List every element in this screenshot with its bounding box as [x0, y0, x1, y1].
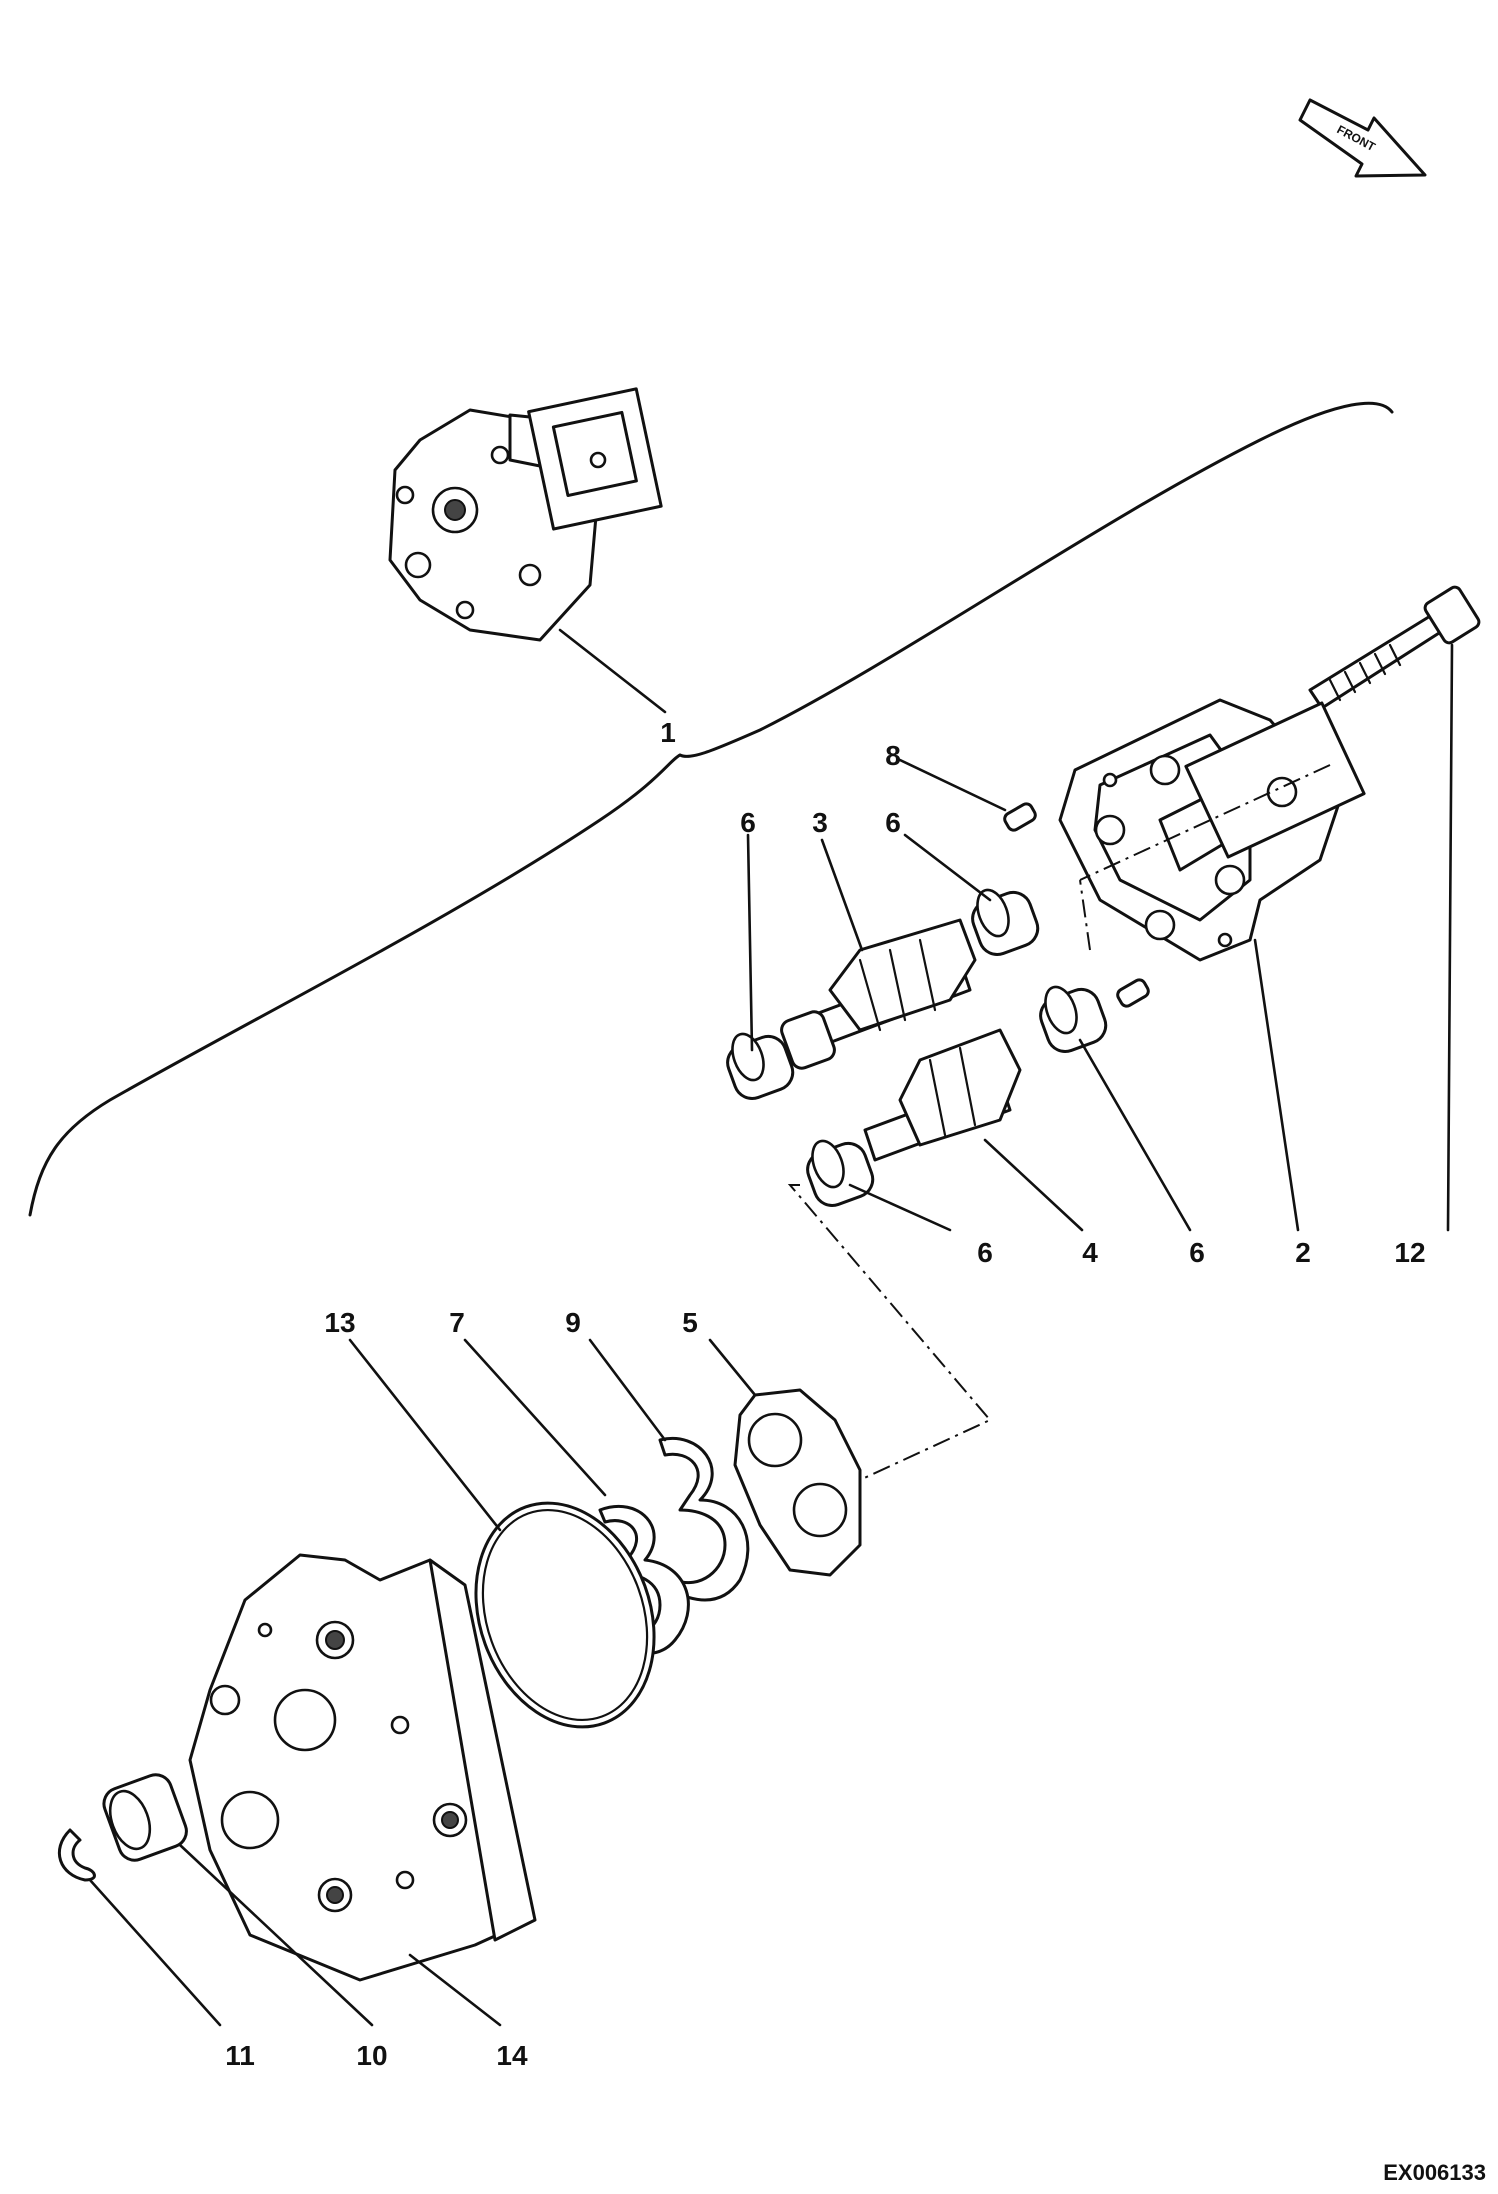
wear-plate-part — [733, 1388, 862, 1577]
front-arrow-icon: FRONT — [1298, 98, 1427, 178]
callout-2: 2 — [1295, 1237, 1311, 1268]
alignment-line — [787, 764, 1331, 1481]
pump-assembly-part — [388, 387, 663, 642]
bushing-part — [726, 888, 1108, 1208]
callout-labels: 1 2 3 4 5 6 6 6 6 7 8 9 10 11 12 13 14 — [225, 717, 1425, 2071]
assembly-bracket — [28, 401, 1394, 1217]
callout-7: 7 — [449, 1307, 465, 1338]
drawing-code: EX006133 — [1383, 2160, 1486, 2185]
callout-1: 1 — [660, 717, 676, 748]
callout-6-bottom: 6 — [977, 1237, 993, 1268]
callout-14: 14 — [496, 2040, 528, 2071]
driven-gear-part — [863, 1028, 1022, 1162]
needle-bearing-part — [102, 1773, 188, 1862]
callout-4: 4 — [1082, 1237, 1098, 1268]
snap-ring-part — [57, 1828, 96, 1882]
callout-8: 8 — [885, 740, 901, 771]
callout-5: 5 — [682, 1307, 698, 1338]
cover-part — [188, 1553, 537, 1982]
drive-gear-part — [780, 918, 977, 1070]
callout-6-right: 6 — [1189, 1237, 1205, 1268]
callout-9: 9 — [565, 1307, 581, 1338]
callout-11: 11 — [225, 2040, 255, 2071]
o-ring-part — [474, 1501, 656, 1729]
callout-10: 10 — [356, 2040, 387, 2071]
callout-6-top: 6 — [885, 807, 901, 838]
callout-6-left: 6 — [740, 807, 756, 838]
callout-12: 12 — [1394, 1237, 1425, 1268]
callout-13: 13 — [324, 1307, 355, 1338]
dowel-pin-part — [1003, 802, 1150, 1008]
bolt-part — [1308, 585, 1481, 710]
pump-body-part — [1058, 698, 1366, 962]
callout-3: 3 — [812, 807, 828, 838]
leader-lines — [88, 628, 1454, 2027]
